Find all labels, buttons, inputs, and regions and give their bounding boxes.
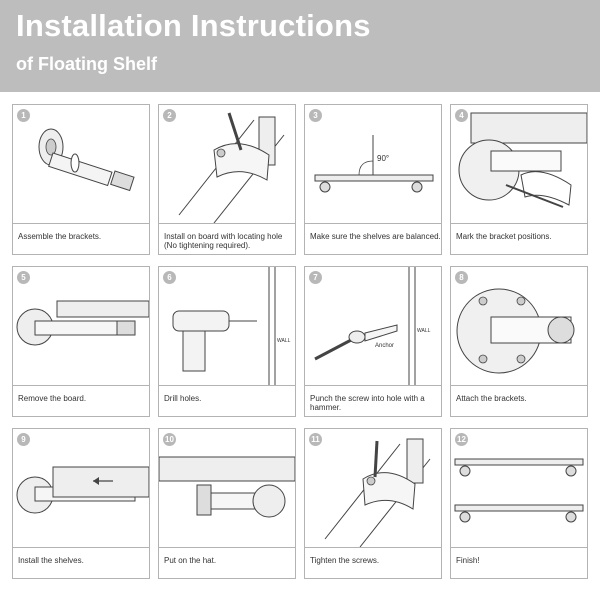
step-12-number: 12 bbox=[455, 433, 468, 446]
step-10-illustration bbox=[159, 429, 295, 547]
step-2-caption: Install on board with locating hole (No … bbox=[159, 223, 295, 254]
step-7-illustration: Anchor WALL bbox=[305, 267, 441, 385]
step-8-illustration bbox=[451, 267, 587, 385]
step-8-panel: 8 Attach the brackets. bbox=[450, 266, 588, 417]
step-9-illustration bbox=[13, 429, 149, 547]
step-8-caption: Attach the brackets. bbox=[451, 385, 587, 416]
step-9-panel: 9 Install the shelves. bbox=[12, 428, 150, 579]
remove-board-drawing bbox=[16, 300, 149, 346]
step-2-illustration bbox=[159, 105, 295, 223]
step-1-illustration bbox=[13, 105, 149, 223]
balanced-shelf-drawing: 90° bbox=[314, 135, 434, 193]
step-11-panel: 11 Tighten the screws. bbox=[304, 428, 442, 579]
board-install-drawing bbox=[178, 112, 285, 223]
step-6-caption: Drill holes. bbox=[159, 385, 295, 416]
step-4-number: 4 bbox=[455, 109, 468, 122]
step-7-panel: Anchor WALL 7 Punch the screw into hole … bbox=[304, 266, 442, 417]
step-12-caption: Finish! bbox=[451, 547, 587, 578]
step-9-caption: Install the shelves. bbox=[13, 547, 149, 578]
step-7-number: 7 bbox=[309, 271, 322, 284]
step-12-illustration bbox=[451, 429, 587, 547]
step-2-panel: 2 Install on board with locating hole (N… bbox=[158, 104, 296, 255]
step-11-illustration bbox=[305, 429, 441, 547]
drill-holes-drawing: WALL bbox=[172, 267, 291, 385]
step-3-panel: 90° 3 Make sure the shelves are balanced… bbox=[304, 104, 442, 255]
step-5-illustration bbox=[13, 267, 149, 385]
step-11-number: 11 bbox=[309, 433, 322, 446]
step-3-number: 3 bbox=[309, 109, 322, 122]
step-6-panel: WALL 6 Drill holes. bbox=[158, 266, 296, 417]
tighten-screws-drawing bbox=[324, 438, 431, 547]
step-1-panel: 1 Assemble the brackets. bbox=[12, 104, 150, 255]
step-5-caption: Remove the board. bbox=[13, 385, 149, 416]
finished-shelves-drawing bbox=[454, 458, 584, 523]
step-6-number: 6 bbox=[163, 271, 176, 284]
step-8-number: 8 bbox=[455, 271, 468, 284]
step-9-number: 9 bbox=[17, 433, 30, 446]
step-10-panel: 10 Put on the hat. bbox=[158, 428, 296, 579]
step-4-panel: 4 Mark the bracket positions. bbox=[450, 104, 588, 255]
anchor-label: Anchor bbox=[375, 343, 394, 349]
angle-label: 90° bbox=[377, 154, 389, 163]
wall-label: WALL bbox=[417, 328, 431, 334]
step-3-illustration: 90° bbox=[305, 105, 441, 223]
step-7-caption: Punch the screw into hole with a hammer. bbox=[305, 385, 441, 416]
step-4-illustration bbox=[451, 105, 587, 223]
anchor-hammer-drawing: Anchor WALL bbox=[314, 267, 431, 385]
step-10-caption: Put on the hat. bbox=[159, 547, 295, 578]
page-subtitle: of Floating Shelf bbox=[16, 54, 157, 74]
page-header: Installation Instructions of Floating Sh… bbox=[0, 0, 600, 92]
put-on-hat-drawing bbox=[159, 456, 295, 518]
attach-brackets-drawing bbox=[456, 288, 575, 374]
page-title: Installation Instructions bbox=[16, 8, 371, 43]
install-shelves-drawing bbox=[16, 466, 149, 514]
bracket-assembly-drawing bbox=[38, 128, 135, 192]
step-11-caption: Tighten the screws. bbox=[305, 547, 441, 578]
step-4-caption: Mark the bracket positions. bbox=[451, 223, 587, 254]
step-6-illustration: WALL bbox=[159, 267, 295, 385]
step-5-panel: 5 Remove the board. bbox=[12, 266, 150, 417]
step-5-number: 5 bbox=[17, 271, 30, 284]
step-1-caption: Assemble the brackets. bbox=[13, 223, 149, 254]
step-3-caption: Make sure the shelves are balanced. bbox=[305, 223, 441, 254]
step-10-number: 10 bbox=[163, 433, 176, 446]
wall-label: WALL bbox=[277, 338, 291, 344]
mark-positions-drawing bbox=[458, 112, 587, 208]
step-1-number: 1 bbox=[17, 109, 30, 122]
step-12-panel: 12 Finish! bbox=[450, 428, 588, 579]
step-2-number: 2 bbox=[163, 109, 176, 122]
